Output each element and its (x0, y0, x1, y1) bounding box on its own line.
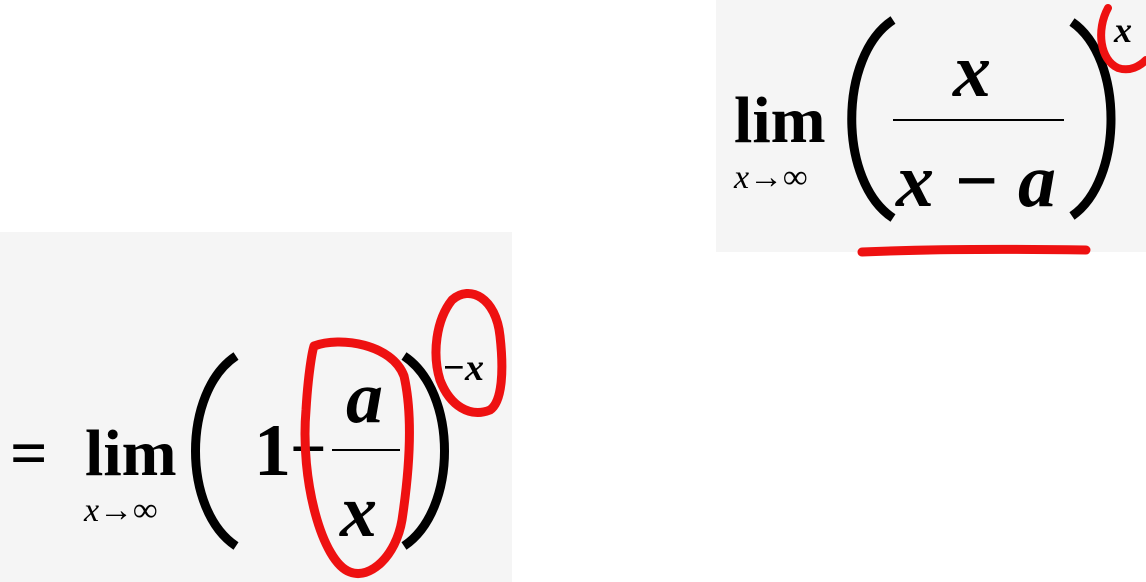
annotation-circle-exponent-2 (431, 289, 507, 417)
fraction-numerator-2: a (346, 357, 383, 439)
left-paren-1 (847, 16, 896, 222)
annotation-underline-denominator (857, 244, 1091, 257)
red-annotations (300, 4, 1146, 578)
annotation-circle-exponent-1 (1097, 4, 1146, 74)
blank-area-bottom-right (512, 252, 1146, 582)
exponent-2: −x (442, 347, 484, 389)
fraction-denominator-2: x (339, 471, 377, 553)
fraction-numerator-1: x (952, 29, 991, 113)
annotation-circle-fraction (300, 337, 414, 578)
equals-sign: = (10, 417, 48, 490)
lim-subscript-1: x→∞ (733, 159, 807, 196)
fraction-denominator-1: x − a (895, 139, 1056, 223)
exponent-1: x (1113, 10, 1132, 50)
blank-area-top-left (0, 0, 716, 232)
lim-label-1: lim (734, 84, 826, 157)
right-paren-2 (401, 352, 449, 550)
lim-subscript-2: x→∞ (83, 492, 157, 529)
term-one: 1 (254, 410, 291, 492)
right-paren-1 (1069, 18, 1116, 220)
expression-1: lim x→∞ x x − a x (733, 10, 1132, 223)
lim-label-2: lim (85, 417, 177, 490)
left-paren-2 (191, 352, 239, 550)
